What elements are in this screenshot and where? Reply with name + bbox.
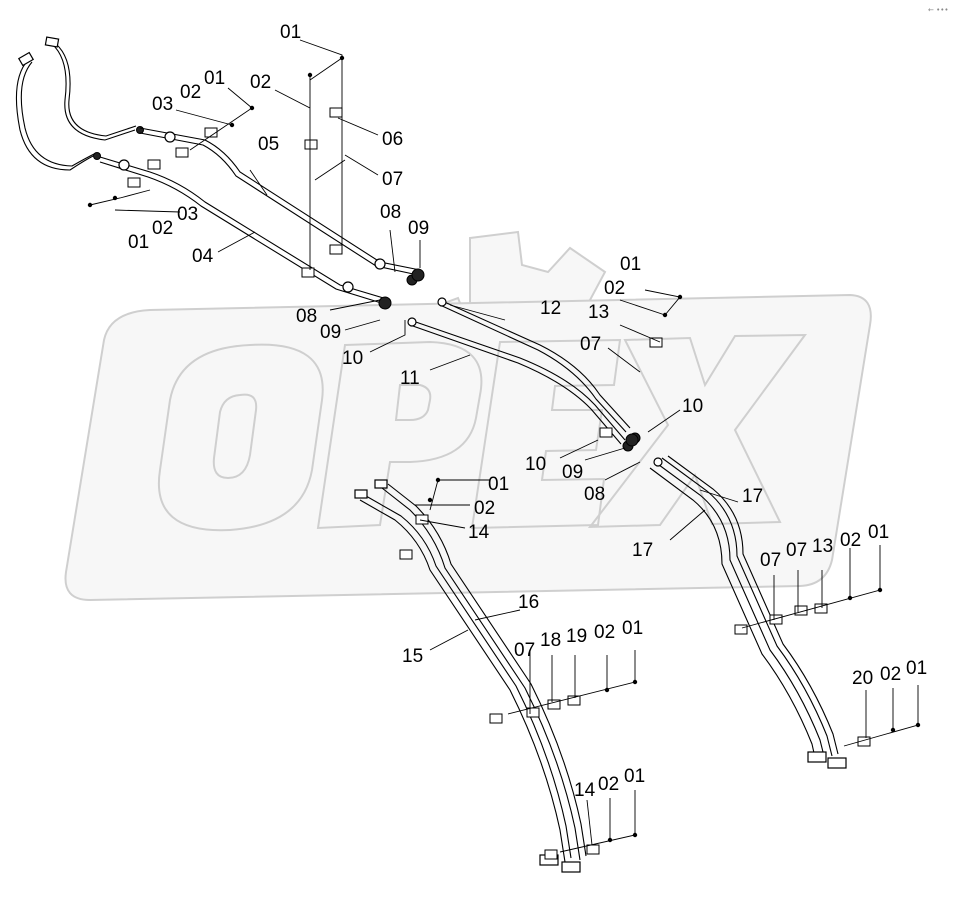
watermark-letter-e [470,338,622,530]
callout-08: 08 [380,202,401,223]
callout-01: 01 [624,766,645,787]
leader-lines [89,39,919,853]
callout-01: 01 [204,68,225,89]
callout-15: 15 [402,646,423,667]
callout-02: 02 [152,218,173,239]
callout-01: 01 [622,618,643,639]
callout-01: 01 [280,22,301,43]
pipes-15-16 [354,479,587,873]
callout-14: 14 [468,522,490,543]
callout-11: 11 [400,368,420,389]
callout-07: 07 [514,640,535,661]
callout-04: 04 [192,246,214,267]
callout-02: 02 [474,498,495,519]
callout-08: 08 [584,484,605,505]
callout-14: 14 [574,780,596,801]
callout-01: 01 [128,232,149,253]
callout-02: 02 [840,530,861,551]
clamps [127,107,871,860]
callout-03: 03 [177,204,198,225]
callout-20: 20 [852,668,873,689]
callout-02: 02 [598,774,619,795]
watermark [64,230,872,602]
callout-02: 02 [880,664,901,685]
callout-02: 02 [250,72,271,93]
callout-07: 07 [382,169,403,190]
callout-02: 02 [604,278,625,299]
leader-dots [87,55,921,843]
callout-16: 16 [518,592,539,613]
watermark-letter-x [587,333,808,529]
watermark-plate [64,293,872,602]
callout-02: 02 [594,622,615,643]
callout-06: 06 [382,129,403,150]
callout-01: 01 [488,474,509,495]
callout-09: 09 [320,322,341,343]
callout-09: 09 [562,462,583,483]
callout-13: 13 [588,302,609,323]
callout-07: 07 [760,550,781,571]
callout-02: 02 [180,82,201,103]
watermark-letter-p [316,340,483,530]
callout-10: 10 [682,396,703,417]
callout-08: 08 [296,306,317,327]
pipes-17 [649,455,847,769]
callout-10: 10 [342,348,363,369]
callout-13: 13 [812,536,833,557]
callout-12: 12 [540,298,561,319]
callout-01: 01 [906,658,927,679]
callout-10: 10 [525,454,546,475]
watermark-letter-o [157,343,324,532]
callout-03: 03 [152,94,173,115]
callout-07: 07 [580,334,601,355]
callout-17: 17 [632,540,653,561]
callout-07: 07 [786,540,807,561]
callout-05: 05 [258,134,279,155]
callout-01: 01 [620,254,641,275]
callout-01: 01 [868,522,889,543]
upper-hoses [15,36,144,171]
callout-17: 17 [742,486,763,507]
callout-labels: 01 02 06 07 01 02 03 05 03 02 01 04 08 0… [128,22,927,801]
callout-19: 19 [566,626,587,647]
callout-18: 18 [540,630,561,651]
pipe-05 [139,127,421,286]
corner-mark: ← ••• [928,6,948,14]
callout-09: 09 [408,218,429,239]
